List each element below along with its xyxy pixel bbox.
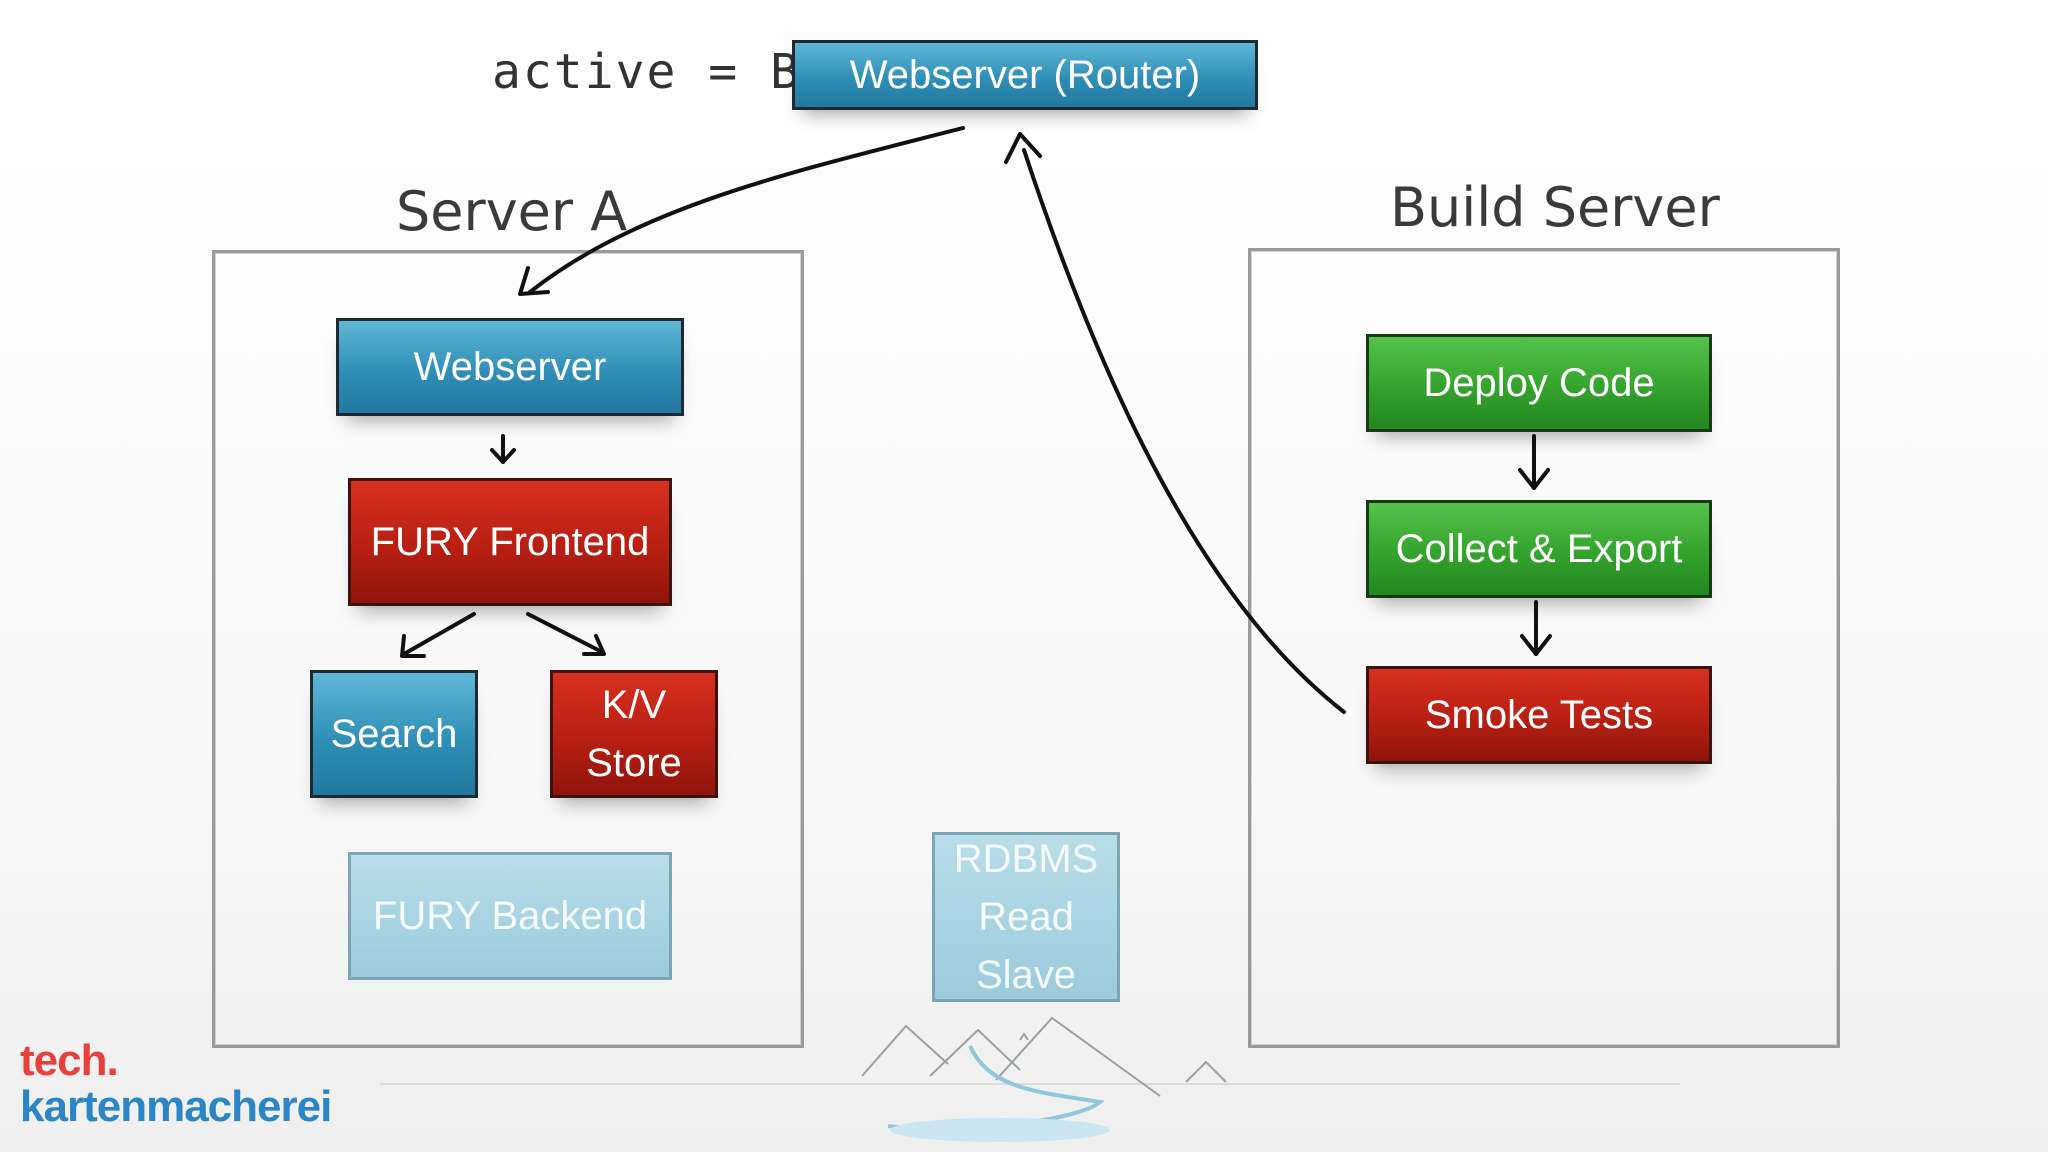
rdbms-line1: RDBMS [953, 837, 1099, 881]
deploy-code-label: Deploy Code [1423, 361, 1655, 405]
search-box: Search [310, 670, 478, 798]
webserver-label: Webserver [413, 345, 607, 389]
fury-frontend-box: FURY Frontend [348, 478, 672, 606]
lake-decoration [890, 1118, 1110, 1142]
deploy-code-box: Deploy Code [1366, 334, 1712, 432]
active-label: active = B [492, 44, 801, 100]
river-decoration [887, 1045, 1105, 1132]
fury-frontend-label: FURY Frontend [370, 520, 650, 564]
router-label: Webserver (Router) [849, 53, 1201, 97]
arrow-router-to-webserver [528, 126, 965, 294]
arrow-frontend-to-kvstore [526, 612, 604, 654]
arrow-webserver-to-frontend-head [490, 448, 516, 464]
rdbms-line2: Read Slave [975, 895, 1077, 997]
arrow-collect-to-smoke-head [1520, 634, 1552, 656]
fury-backend-box: FURY Backend [348, 852, 672, 980]
arrow-frontend-to-search-head [400, 634, 426, 658]
collect-export-label: Collect & Export [1395, 527, 1683, 571]
arrow-smoke-to-router-head [1004, 132, 1042, 164]
arrow-frontend-to-kvstore-head [582, 634, 606, 656]
collect-export-box: Collect & Export [1366, 500, 1712, 598]
mountain-decoration [380, 1016, 1680, 1097]
server-a-title: Server A [396, 180, 628, 243]
server-a-frame [212, 250, 804, 1048]
logo-kartenmacherei: kartenmacherei [20, 1082, 332, 1131]
arrow-smoke-to-router [1022, 148, 1346, 714]
build-server-title: Build Server [1390, 176, 1720, 239]
arrow-router-to-webserver-head [518, 266, 550, 296]
smoke-tests-box: Smoke Tests [1366, 666, 1712, 764]
search-label: Search [330, 712, 458, 756]
webserver-box: Webserver [336, 318, 684, 416]
kv-store-box: K/V Store [550, 670, 718, 798]
logo-tech: tech. [20, 1036, 119, 1085]
fury-backend-label: FURY Backend [372, 894, 648, 938]
build-server-frame [1248, 248, 1840, 1048]
router-box: Webserver (Router) [792, 40, 1258, 110]
arrow-frontend-to-search [402, 612, 476, 656]
kv-store-label: K/V Store [586, 683, 682, 785]
smoke-tests-label: Smoke Tests [1424, 693, 1654, 737]
arrow-deploy-to-collect-head [1518, 468, 1550, 490]
rdbms-box: RDBMS Read Slave [932, 832, 1120, 1002]
